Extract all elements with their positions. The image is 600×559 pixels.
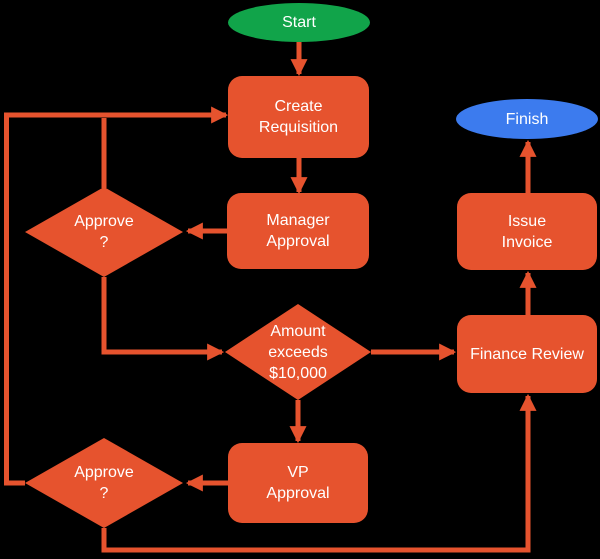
start-label: Start [282,14,316,31]
connector-approve1-to-amount-exceeds [101,277,225,361]
manager-approval-process[interactable]: Manager Approval [227,193,369,269]
finance-review-process[interactable]: Finance Review [457,315,597,393]
finish-terminator[interactable]: Finish [456,99,598,139]
amount-exceeds-decision-label: Amount exceeds $10,000 [268,322,328,382]
issue-invoice-label: Issue Invoice [501,212,553,251]
create-requisition-process[interactable]: Create Requisition [228,76,369,158]
vp-approval-process[interactable]: VP Approval [228,443,368,523]
manager-approve-decision-label: Approve ? [74,213,134,251]
create-requisition-label: Create Requisition [258,98,339,136]
start-terminator[interactable]: Start [228,3,370,42]
connector-approve2-to-finance-review [101,393,537,553]
finance-review-label: Finance Review [470,345,584,363]
vp-approval-label: VP Approval [266,464,330,502]
issue-invoice-process[interactable]: Issue Invoice [457,193,597,270]
vp-approve-decision-label: Approve ? [74,464,134,502]
finish-label: Finish [505,110,549,128]
manager-approval-label: Manager Approval [266,212,330,250]
connector-approve2-loop-to-create-requisition [4,106,229,486]
